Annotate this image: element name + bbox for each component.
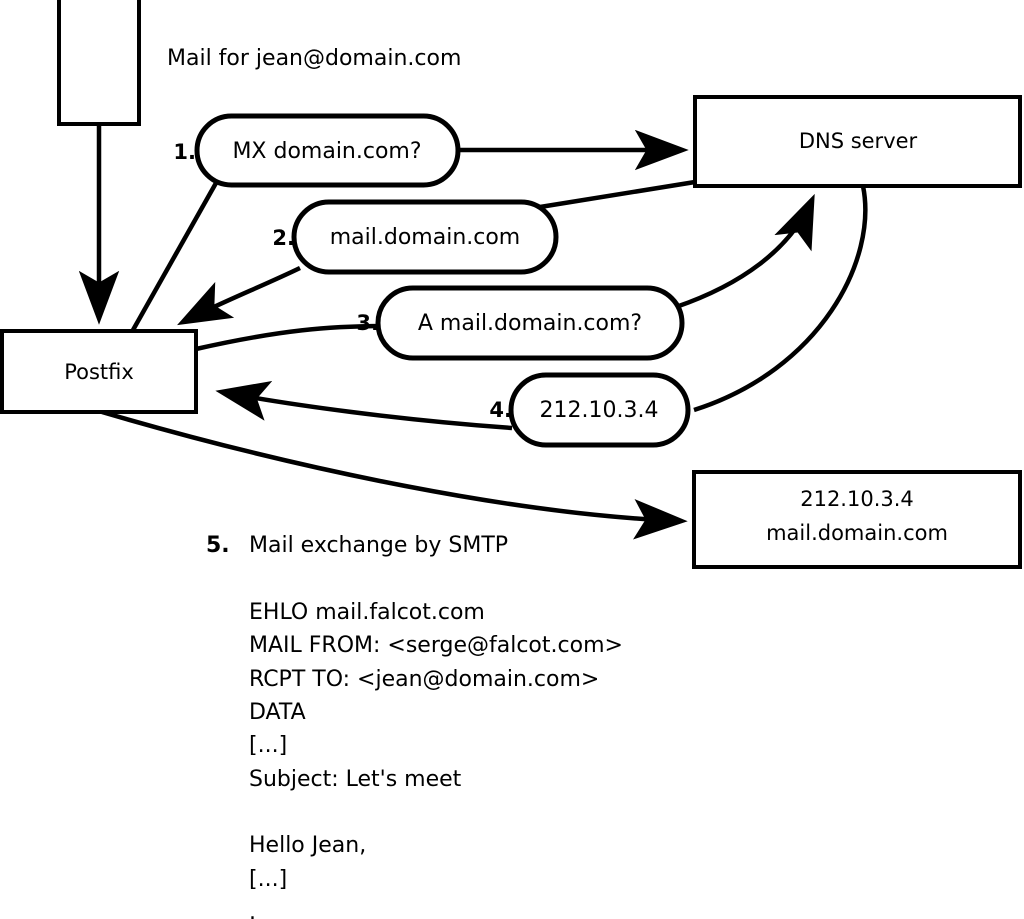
- transcript-line: EHLO mail.falcot.com: [249, 600, 485, 625]
- edge-postfix-to-bubble1: [131, 181, 218, 332]
- transcript-line: .: [249, 900, 256, 919]
- step-number-4: 4.: [489, 398, 512, 422]
- mail-server-box[interactable]: [692, 470, 1022, 569]
- edge-postfix-to-bubble3: [195, 323, 387, 352]
- edge-postfix-to-mailserver: [101, 409, 688, 540]
- transcript-line: RCPT TO: <jean@domain.com>: [249, 667, 599, 692]
- dns-server-box[interactable]: [693, 95, 1022, 188]
- transcript-line: MAIL FROM: <serge@falcot.com>: [249, 633, 623, 658]
- node-dns-server[interactable]: DNS server: [693, 95, 1022, 188]
- step-bubble-2[interactable]: mail.domain.com 2.: [272, 199, 559, 275]
- node-postfix[interactable]: Postfix: [0, 329, 198, 414]
- edge-dns-to-bubble2: [539, 179, 696, 210]
- node-sender[interactable]: [57, 0, 141, 126]
- transcript-line: [...]: [249, 867, 287, 892]
- step-number-1: 1.: [173, 140, 196, 164]
- step-bubble-1[interactable]: MX domain.com? 1.: [173, 113, 461, 188]
- smtp-transcript: EHLO mail.falcot.com MAIL FROM: <serge@f…: [249, 600, 623, 919]
- step-number-5: 5.: [206, 533, 230, 558]
- edge-dns-to-bubble4: [693, 185, 868, 413]
- bubble-3-shape[interactable]: [375, 285, 685, 361]
- edge-bubble2-to-postfix: [177, 265, 301, 326]
- edges-layer: [78, 124, 868, 540]
- edge-bubble4-to-postfix: [215, 380, 513, 431]
- step-number-2: 2.: [272, 226, 295, 250]
- mail-server-ip: 212.10.3.4: [800, 487, 914, 511]
- postfix-label: Postfix: [64, 360, 134, 384]
- transcript-line: [...]: [249, 733, 287, 758]
- node-mail-server[interactable]: 212.10.3.4 mail.domain.com: [692, 470, 1022, 569]
- bubble-4-shape[interactable]: [508, 372, 691, 448]
- bubble-2-shape[interactable]: [291, 199, 559, 275]
- transcript-line: Subject: Let's meet: [249, 767, 462, 792]
- mail-server-hostname: mail.domain.com: [766, 521, 948, 545]
- step-5-label: Mail exchange by SMTP: [249, 533, 508, 558]
- mail-for-caption: Mail for jean@domain.com: [167, 46, 461, 71]
- sender-box[interactable]: [57, 0, 141, 126]
- transcript-line: Hello Jean,: [249, 833, 366, 858]
- bubble-3-label: A mail.domain.com?: [418, 311, 642, 336]
- step-bubble-4[interactable]: 212.10.3.4 4.: [489, 372, 691, 448]
- edge-bubble3-to-dns: [675, 193, 815, 310]
- postfix-box[interactable]: [0, 329, 198, 414]
- bubble-1-shape[interactable]: [194, 113, 461, 188]
- step-number-3: 3.: [356, 311, 379, 335]
- bubble-1-label: MX domain.com?: [232, 139, 421, 164]
- bubble-4-label: 212.10.3.4: [540, 398, 659, 423]
- bubble-2-label: mail.domain.com: [330, 225, 521, 250]
- transcript-line: DATA: [249, 700, 306, 725]
- dns-server-label: DNS server: [799, 129, 918, 153]
- step-bubble-3[interactable]: A mail.domain.com? 3.: [356, 285, 685, 361]
